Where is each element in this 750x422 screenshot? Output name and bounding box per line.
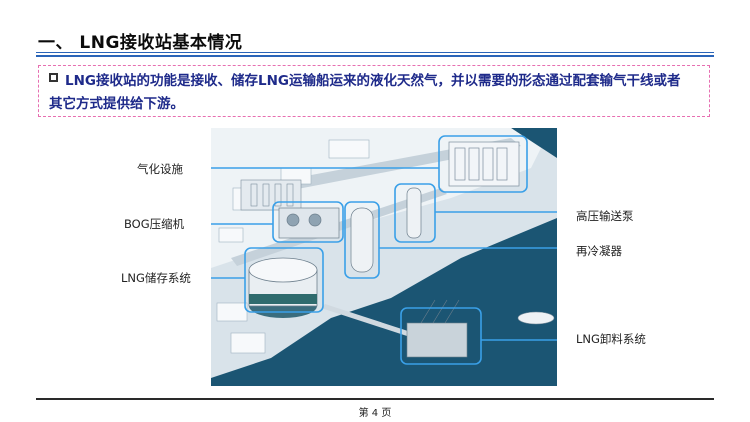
label-bog-compressor: BOG压缩机 — [124, 217, 185, 231]
label-recondenser: 再冷凝器 — [576, 244, 622, 258]
label-vaporizer: 气化设施 — [137, 162, 183, 176]
footer-rule — [36, 398, 714, 400]
callout-line-2: 其它方式提供给下游。 — [49, 96, 184, 112]
title-rule-thick — [36, 55, 714, 57]
callout-line-1: LNG接收站的功能是接收、储存LNG运输船运来的液化天然气，并以需要的形态通过配… — [65, 73, 681, 89]
label-lng-unloading: LNG卸料系统 — [576, 332, 646, 346]
label-lng-storage: LNG储存系统 — [121, 271, 191, 285]
page-number: 第 4 页 — [358, 408, 392, 419]
definition-callout: LNG接收站的功能是接收、储存LNG运输船运来的液化天然气，并以需要的形态通过配… — [38, 65, 710, 117]
lng-terminal-illustration — [211, 128, 557, 386]
slide-title: 一、 LNG接收站基本情况 — [38, 33, 243, 53]
checkbox-bullet-icon — [49, 73, 58, 82]
label-hp-pump: 高压输送泵 — [576, 209, 634, 223]
title-rule-thin — [36, 52, 714, 53]
